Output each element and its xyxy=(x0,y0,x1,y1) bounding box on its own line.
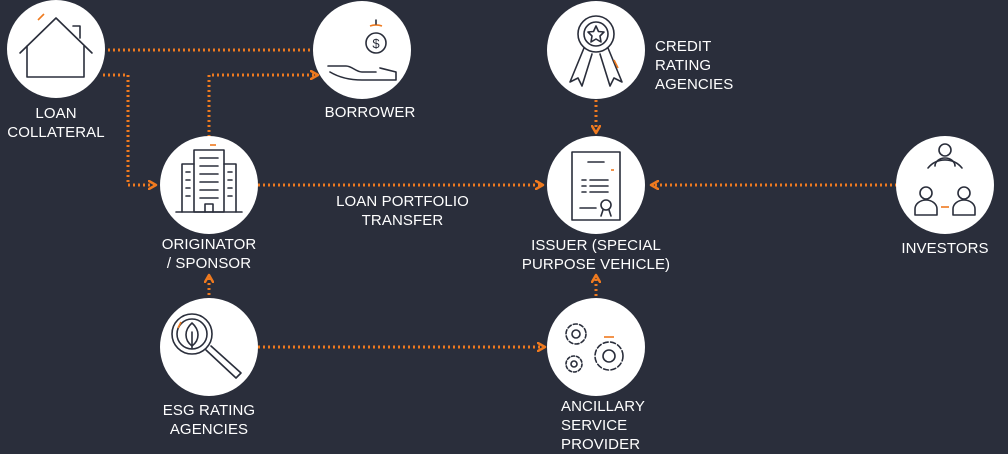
connector-originator-to-borrower xyxy=(207,75,318,137)
leaf-magnifier-icon xyxy=(171,313,242,379)
house-icon xyxy=(19,13,93,78)
gears-icon xyxy=(565,323,624,373)
label-originator: ORIGINATOR / SPONSOR xyxy=(161,236,257,272)
label-esg-rating: ESG RATING AGENCIES xyxy=(162,402,256,438)
certificate-document-icon xyxy=(571,151,621,221)
node-credit-rating xyxy=(547,1,645,99)
hand-coin-icon: $ xyxy=(327,19,397,81)
node-borrower: $ xyxy=(313,1,411,99)
node-investors xyxy=(896,136,994,234)
label-investors: INVESTORS xyxy=(901,240,989,257)
award-ribbon-icon xyxy=(569,15,623,87)
connector-collateral-to-originator xyxy=(103,73,156,185)
node-loan-collateral xyxy=(7,0,105,98)
label-loan-portfolio-transfer: LOAN PORTFOLIO TRANSFER xyxy=(336,193,469,229)
node-esg-rating xyxy=(160,298,258,396)
connectors xyxy=(103,48,897,347)
label-loan-collateral: LOAN COLLATERAL xyxy=(7,105,105,141)
office-building-icon xyxy=(175,144,243,213)
label-issuer: ISSUER (SPECIAL PURPOSE VEHICLE) xyxy=(521,237,671,273)
node-issuer xyxy=(547,136,645,234)
label-ancillary: ANCILLARY SERVICE PROVIDER xyxy=(561,398,645,453)
svg-text:$: $ xyxy=(372,36,380,51)
people-group-icon xyxy=(914,143,976,216)
label-credit-rating: CREDIT RATING AGENCIES xyxy=(655,38,734,93)
node-originator xyxy=(160,136,258,234)
label-borrower: BORROWER xyxy=(324,104,416,121)
node-ancillary xyxy=(547,298,645,396)
